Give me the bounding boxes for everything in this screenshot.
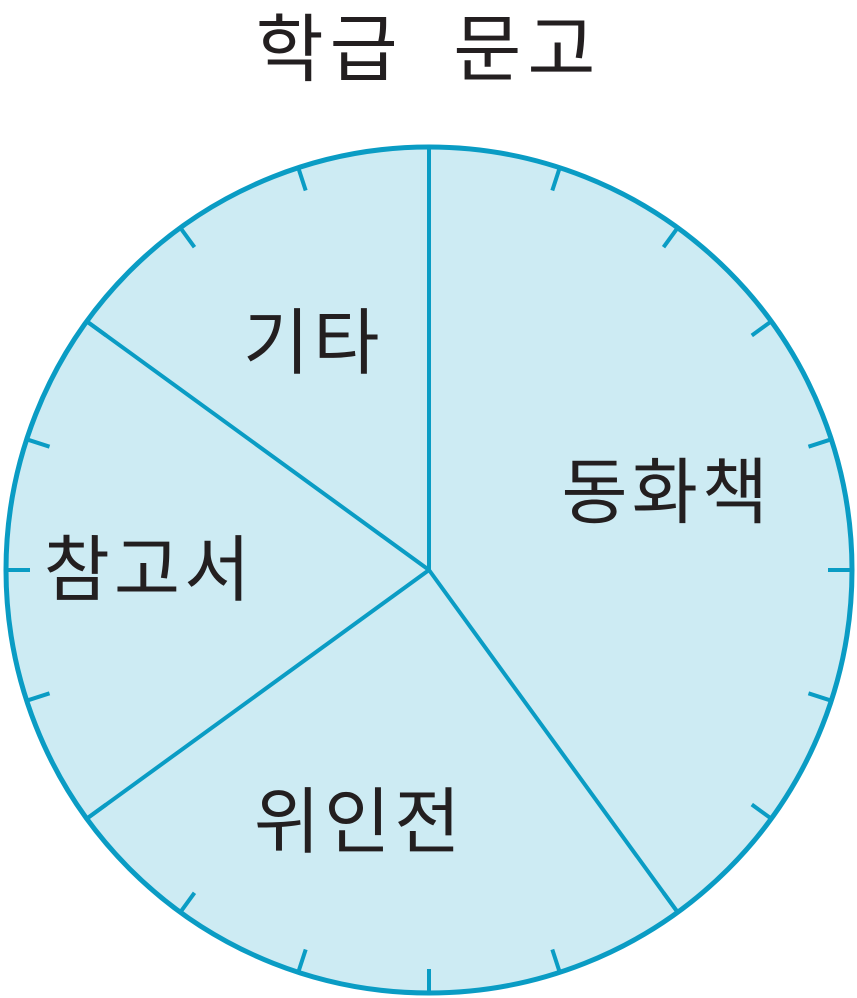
tick-mark bbox=[296, 167, 308, 192]
slice-dividers bbox=[85, 147, 680, 914]
tick-mark bbox=[178, 891, 197, 914]
tick-mark bbox=[807, 437, 832, 449]
tick-mark bbox=[661, 226, 680, 249]
pie-outline bbox=[3, 144, 855, 996]
slice-divider-4 bbox=[85, 319, 431, 572]
tick-mark bbox=[550, 167, 562, 192]
pie-slice-4 bbox=[86, 147, 429, 570]
slice-label-3: 참고서 bbox=[44, 528, 255, 612]
tick-mark bbox=[296, 948, 308, 973]
tick-mark bbox=[750, 802, 773, 821]
slice-label-4: 기타 bbox=[243, 301, 383, 385]
tick-mark bbox=[661, 891, 680, 914]
tick-mark bbox=[750, 319, 773, 338]
pie-slices bbox=[5, 147, 852, 993]
chart-title: 학급 문고 bbox=[255, 7, 602, 93]
tick-mark bbox=[26, 437, 51, 449]
tick-mark bbox=[85, 802, 108, 821]
tick-marks bbox=[6, 147, 852, 993]
pie-slice-1 bbox=[429, 147, 852, 913]
slice-label-2: 위인전 bbox=[254, 780, 465, 864]
slice-label-1: 동화책 bbox=[561, 451, 772, 535]
tick-mark bbox=[85, 319, 108, 338]
tick-mark bbox=[550, 948, 562, 973]
pie-slice-3 bbox=[5, 321, 429, 819]
tick-mark bbox=[807, 691, 832, 703]
pie-slice-2 bbox=[86, 570, 678, 993]
slice-divider-3 bbox=[85, 568, 431, 821]
tick-mark bbox=[26, 691, 51, 703]
tick-mark bbox=[178, 226, 197, 249]
slice-divider-2 bbox=[427, 568, 680, 914]
